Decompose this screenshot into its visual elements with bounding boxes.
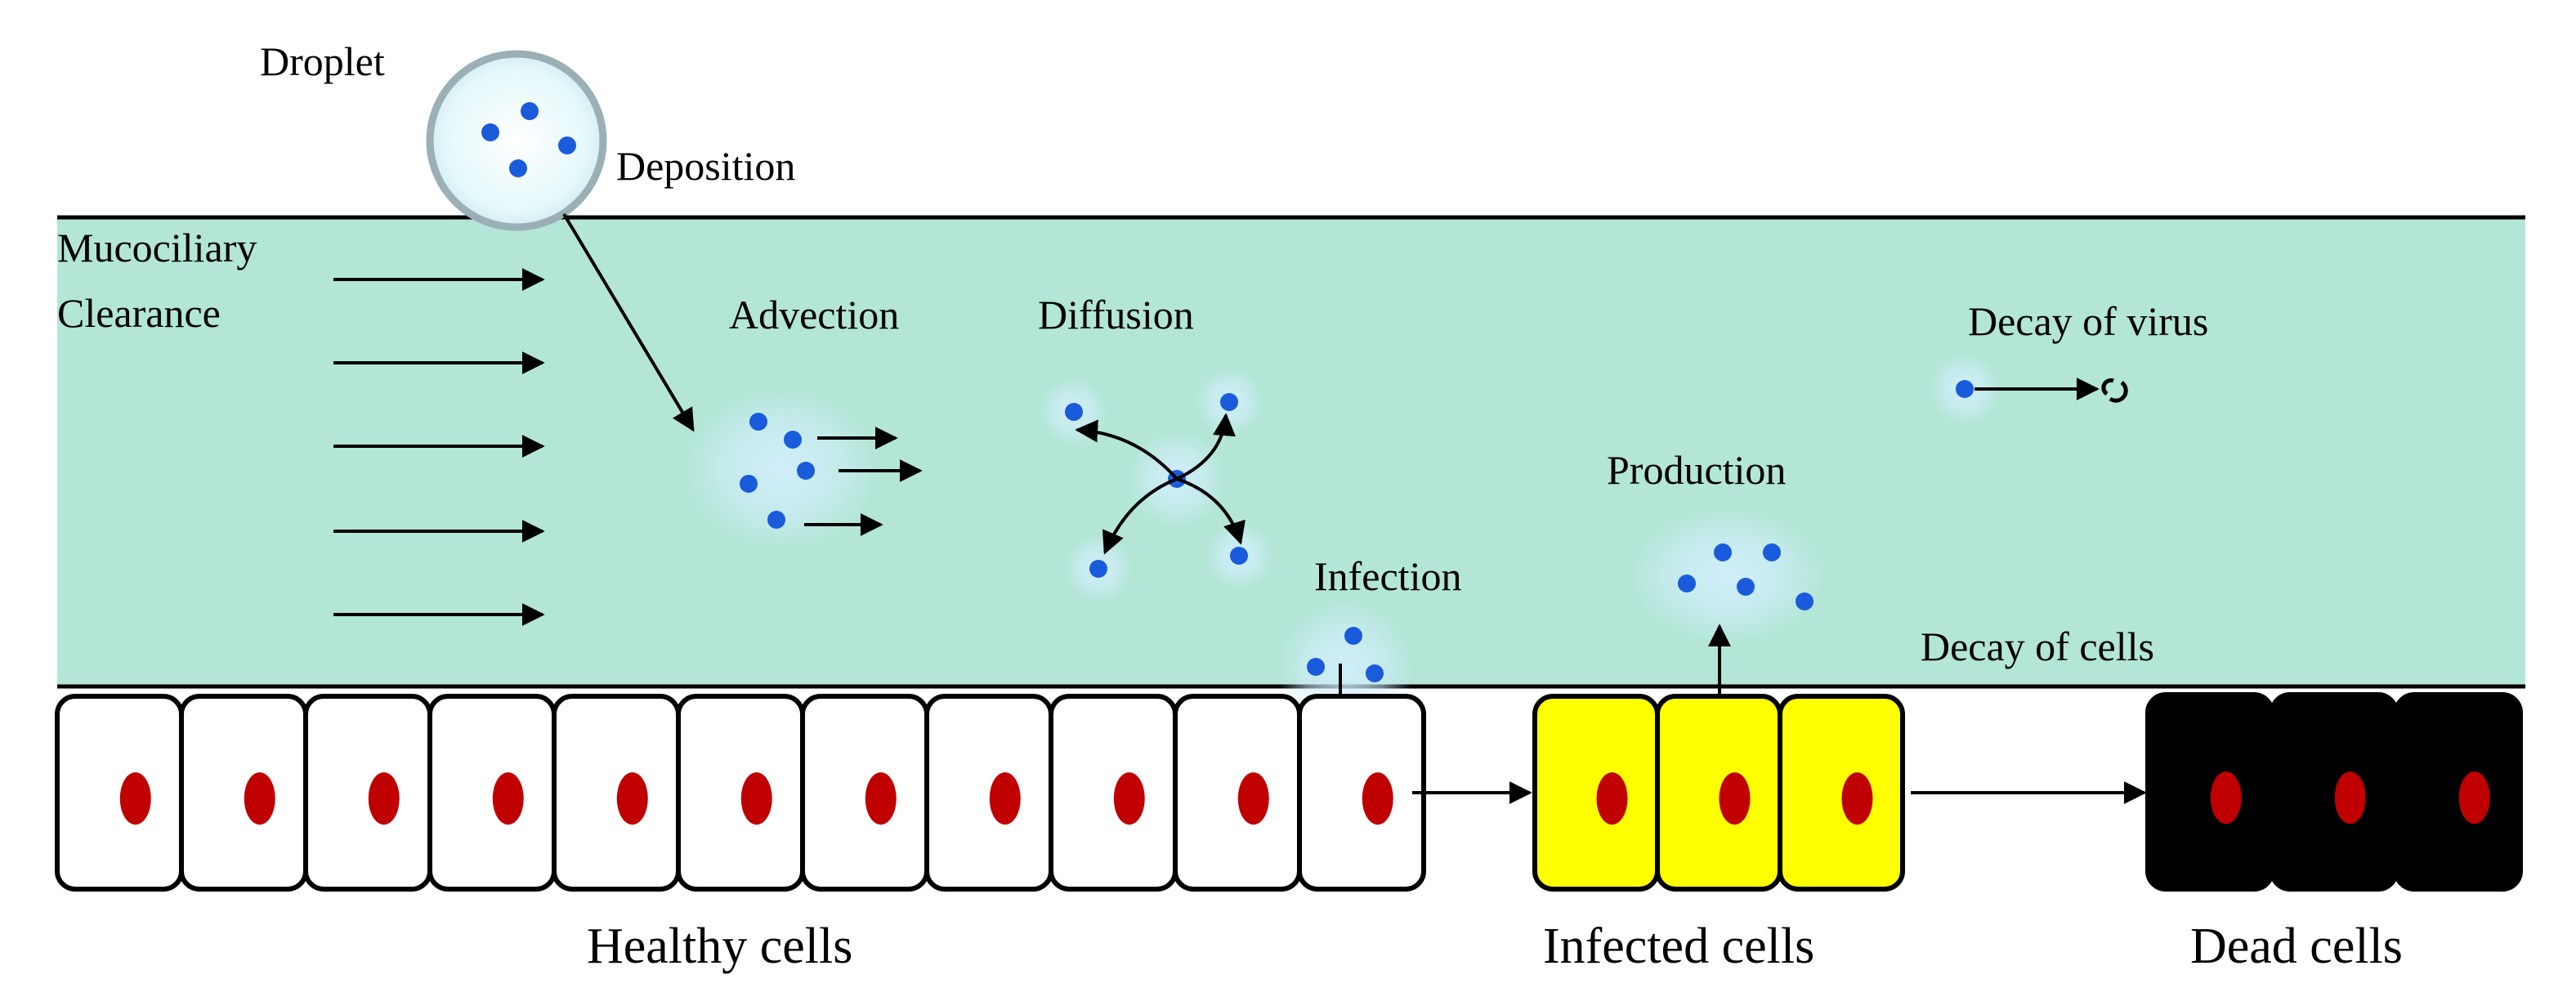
virus-particle [1678, 575, 1696, 592]
epithelial-cells [55, 692, 2523, 892]
virus-particle [1956, 380, 1974, 398]
infected-cell [1778, 694, 1905, 892]
droplet [426, 50, 607, 231]
decay-virus-group [1929, 353, 2128, 425]
dead-cell-nucleus [2334, 771, 2366, 825]
advection-label: Advection [729, 292, 899, 338]
healthy-cell-nucleus [119, 772, 151, 825]
healthy-cell [800, 694, 929, 892]
healthy-cell [1297, 694, 1426, 892]
virus-particle [784, 431, 802, 449]
healthy-cell [427, 694, 557, 892]
mucus-layer [57, 217, 2525, 686]
diffusion-group [1040, 368, 1273, 603]
dead-cells-label: Dead cells [2190, 919, 2403, 974]
infected-cell [1532, 694, 1660, 892]
deposition-arrow [562, 212, 695, 432]
broken-circle-icon [2101, 378, 2128, 403]
healthy-cell [552, 694, 681, 892]
healthy-cell-nucleus [1113, 772, 1145, 825]
virus-particle [1366, 664, 1384, 682]
diffusion-arrow [1176, 477, 1246, 545]
dead-cell [2270, 692, 2399, 892]
healthy-cell-nucleus [368, 772, 400, 825]
virus-particle [558, 136, 576, 154]
mucociliary-label-line2: Clearance [57, 290, 221, 336]
decay-virus-label: Decay of virus [1968, 298, 2208, 344]
diffusion-arrow [1075, 419, 1178, 481]
infection-label: Infection [1314, 553, 1461, 599]
virus-particle [749, 413, 767, 431]
dead-cell [2394, 692, 2523, 892]
virus-particle [797, 462, 815, 480]
virus-particle [1763, 543, 1781, 561]
healthy-cell-nucleus [492, 772, 524, 825]
healthy-cell [55, 694, 184, 892]
deposition-label: Deposition [616, 143, 795, 189]
production-label: Production [1607, 447, 1786, 493]
virus-particle [481, 123, 499, 141]
production-virus-cluster [1630, 507, 1826, 644]
virus-particle [1220, 393, 1238, 411]
virus-particle [1089, 560, 1107, 578]
virus-particle [1230, 547, 1248, 565]
infected-cell [1655, 694, 1782, 892]
droplet-label: Droplet [260, 38, 385, 84]
healthy-cell [924, 694, 1053, 892]
healthy-cell-nucleus [244, 772, 275, 825]
healthy-cell-nucleus [865, 772, 897, 825]
healthy-cell [1173, 694, 1302, 892]
virus-particle [1714, 543, 1732, 561]
virus-particle [509, 159, 527, 177]
infected-cells-label: Infected cells [1543, 919, 1814, 974]
healthy-cell-nucleus [989, 772, 1021, 825]
healthy-cell-nucleus [1362, 772, 1393, 825]
healthy-cell [676, 694, 805, 892]
dead-cell-nucleus [2458, 771, 2490, 825]
diffusion-label: Diffusion [1038, 292, 1194, 338]
infected-cell-nucleus [1596, 772, 1628, 825]
healthy-cell-nucleus [1237, 772, 1269, 825]
infected-cell-nucleus [1719, 772, 1751, 825]
virus-particle [521, 102, 539, 120]
healthy-cell [179, 694, 308, 892]
dead-cell-nucleus [2210, 771, 2242, 825]
healthy-cell [303, 694, 432, 892]
decay-cells-label: Decay of cells [1921, 624, 2154, 669]
diffusion-arrow [1176, 413, 1237, 481]
healthy-cells-label: Healthy cells [587, 919, 852, 974]
virus-particle [1344, 627, 1362, 645]
virus-particle [740, 475, 758, 493]
dead-cell [2145, 692, 2274, 892]
diffusion-arrow [1102, 477, 1178, 555]
virus-particle [1307, 658, 1325, 676]
advection-virus-cluster [683, 387, 879, 551]
virus-particle [1737, 578, 1755, 596]
healthy-cell-nucleus [616, 772, 648, 825]
healthy-cell [1049, 694, 1178, 892]
infected-cell-nucleus [1841, 772, 1873, 825]
virus-particle [1796, 592, 1813, 610]
virus-particle [1065, 403, 1083, 421]
healthy-cell-nucleus [740, 772, 772, 825]
mucociliary-label-line1: Mucociliary [57, 225, 257, 270]
virus-particle [767, 511, 785, 529]
